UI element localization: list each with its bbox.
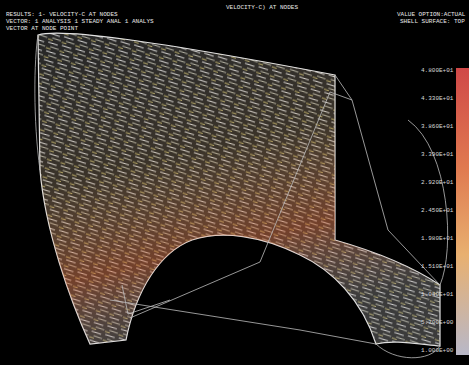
scale-value: 2.920E+01 bbox=[421, 179, 453, 186]
scale-value: 3.860E+01 bbox=[421, 123, 453, 130]
result-info: VECTOR: 1 ANALYSIS 1 STEADY ANAL 1 ANALY… bbox=[6, 18, 154, 25]
scale-value: 5.700E+00 bbox=[421, 319, 453, 326]
scale-value: 1.040E+01 bbox=[421, 291, 453, 298]
scale-value: 4.800E+01 bbox=[421, 67, 453, 74]
result-info: VECTOR AT NODE POINT bbox=[6, 25, 78, 32]
duct-flow bbox=[38, 33, 440, 346]
scale-value: 4.330E+01 bbox=[421, 95, 453, 102]
plot-title: VELOCITY-C) AT NODES bbox=[226, 4, 298, 11]
value-option: VALUE OPTION:ACTUAL bbox=[397, 11, 465, 18]
color-scale-bar bbox=[456, 68, 469, 355]
scale-value: 1.510E+01 bbox=[421, 263, 453, 270]
scale-value: 1.000E+00 bbox=[421, 347, 453, 354]
value-option: SHELL SURFACE: TOP bbox=[400, 18, 465, 25]
velocity-shading bbox=[38, 33, 440, 346]
result-info: RESULTS: 1- VELOCITY-C AT NODES bbox=[6, 11, 118, 18]
scale-value: 3.390E+01 bbox=[421, 151, 453, 158]
scale-value: 2.450E+01 bbox=[421, 207, 453, 214]
scale-value: 1.980E+01 bbox=[421, 235, 453, 242]
wireframe bbox=[35, 35, 448, 358]
